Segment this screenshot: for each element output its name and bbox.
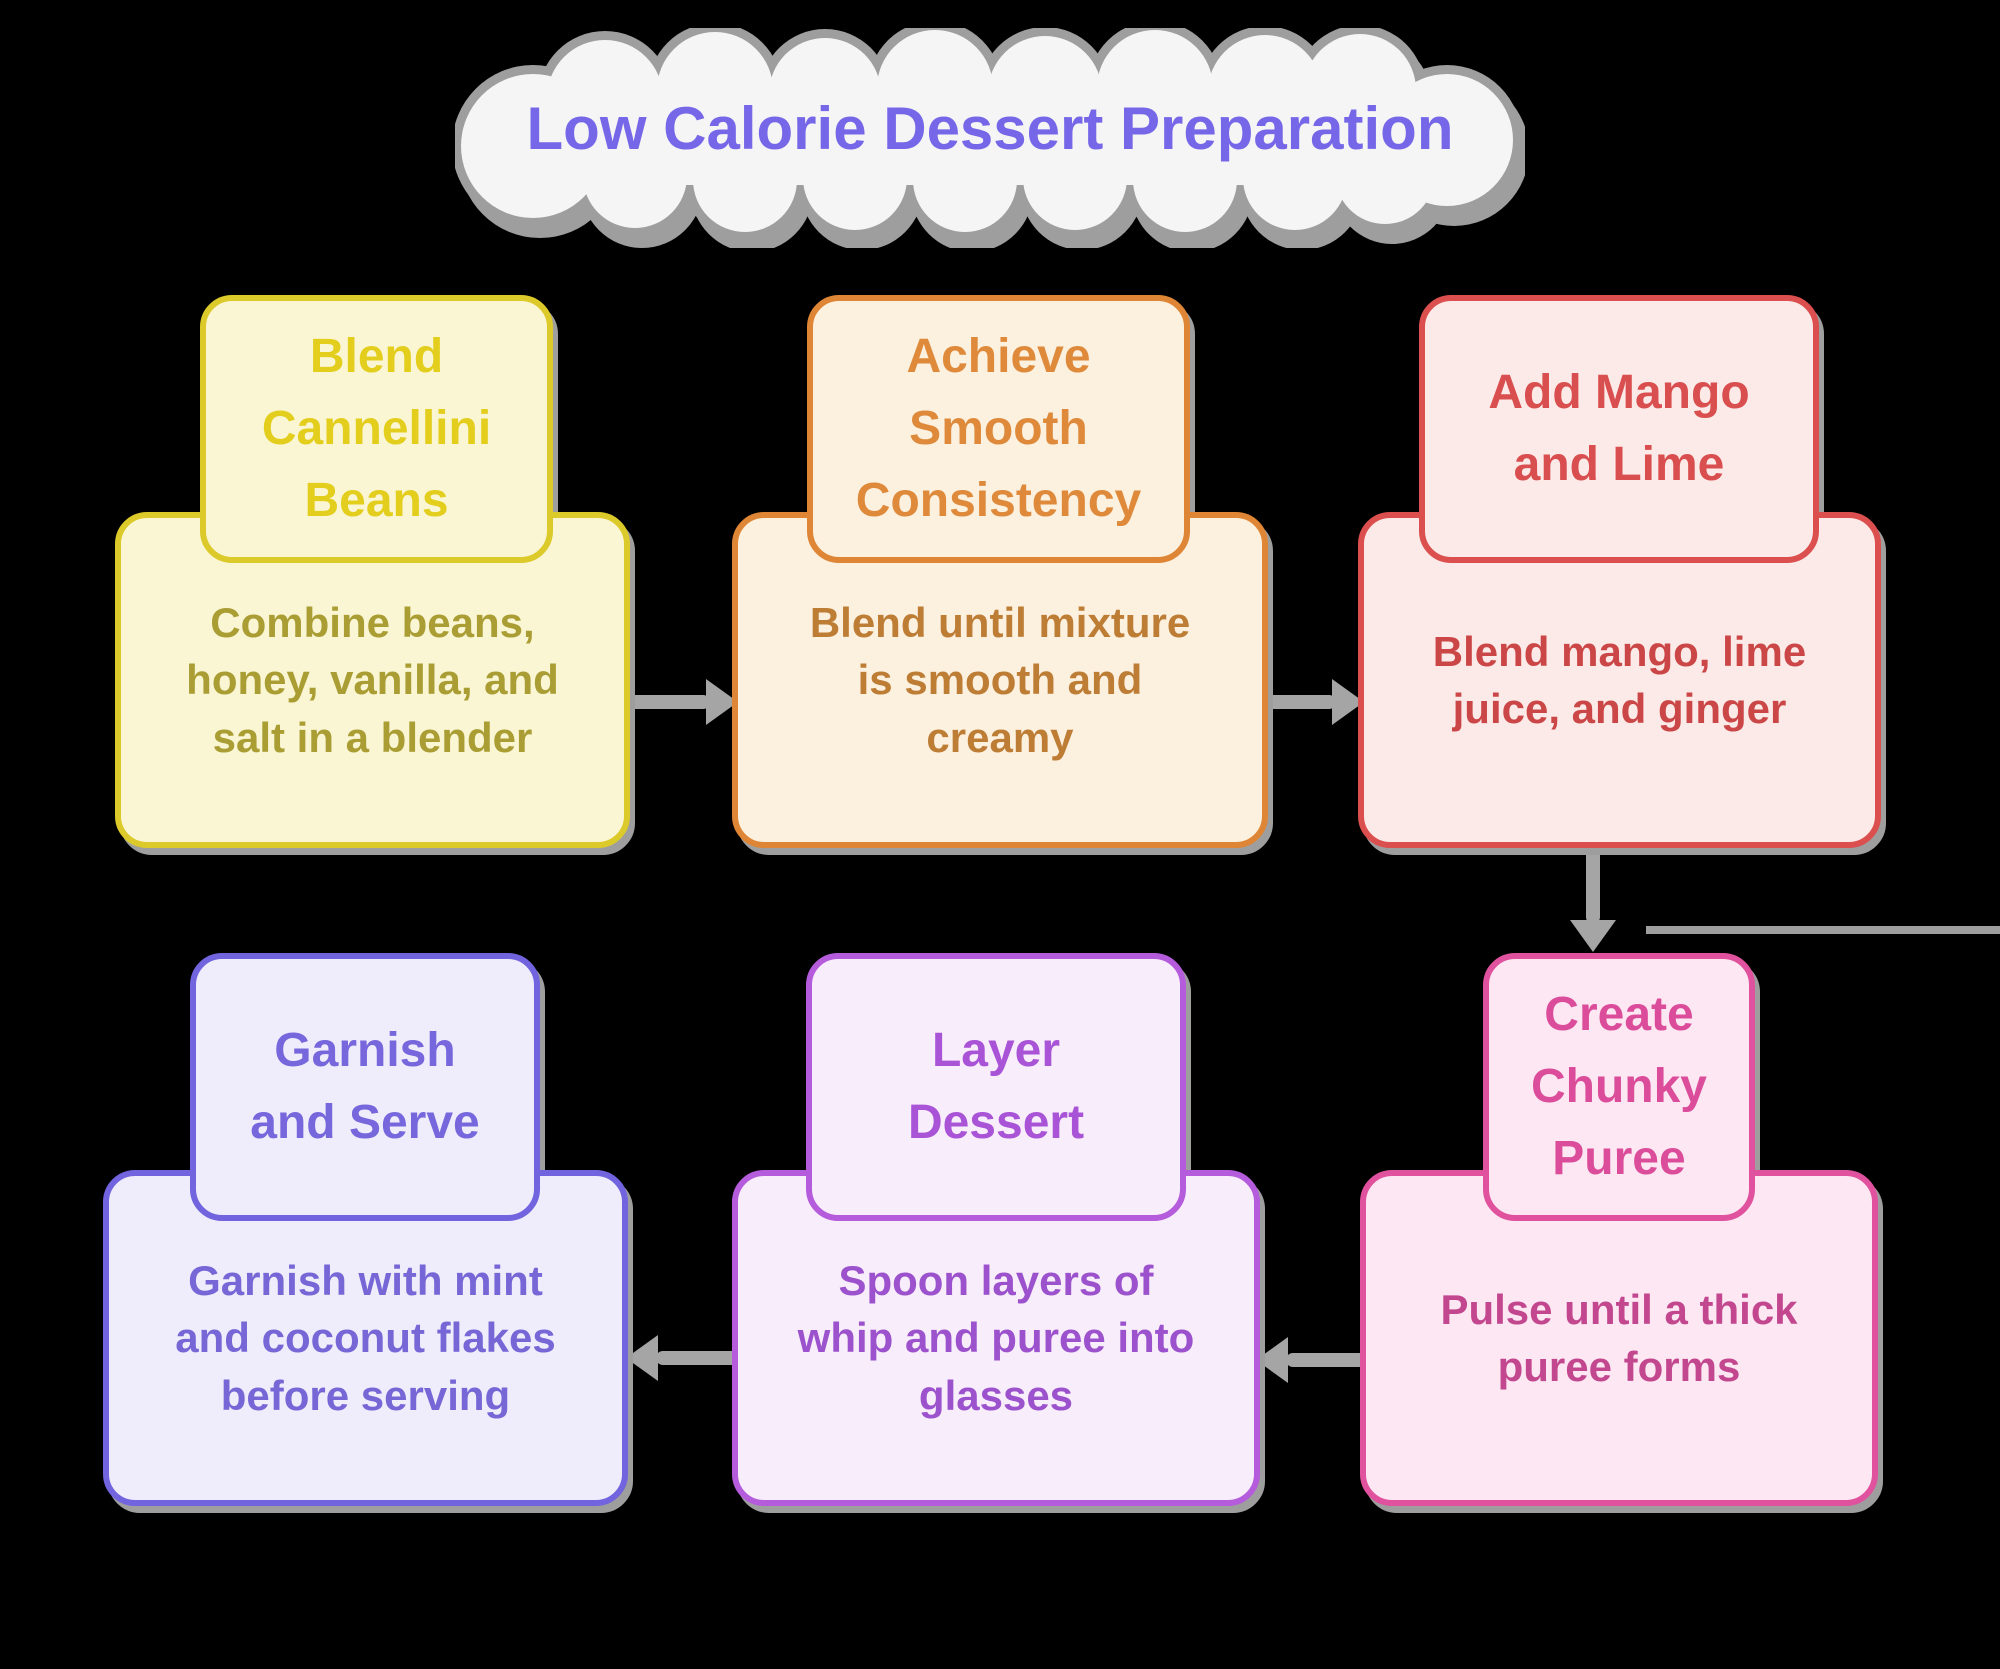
step-body: Spoon layers of whip and puree into glas… <box>732 1170 1260 1506</box>
step-header: Achieve Smooth Consistency <box>807 295 1190 563</box>
step-body: Blend until mixture is smooth and creamy <box>732 512 1268 848</box>
step-node-achieve-smooth-consistency: Achieve Smooth Consistency Blend until m… <box>732 295 1268 848</box>
step-node-blend-cannellini-beans: Blend Cannellini Beans Combine beans, ho… <box>115 295 630 848</box>
step-body: Blend mango, lime juice, and ginger <box>1358 512 1881 848</box>
step-title: Create Chunky Puree <box>1530 988 1707 1185</box>
step-description: Garnish with mint and coconut flakes bef… <box>175 1257 556 1419</box>
stray-shadow-line <box>1646 926 2000 934</box>
title-cloud: Low Calorie Dessert Preparation <box>455 28 1525 248</box>
diagram-title: Low Calorie Dessert Preparation <box>526 94 1454 162</box>
step-description: Blend until mixture is smooth and creamy <box>809 599 1191 761</box>
step-header: Add Mango and Lime <box>1419 295 1819 563</box>
step-header: Garnish and Serve <box>190 953 540 1221</box>
step-title: Add Mango and Lime <box>1488 366 1750 491</box>
step-header: Blend Cannellini Beans <box>200 295 553 563</box>
step-description: Spoon layers of whip and puree into glas… <box>797 1257 1195 1419</box>
step-header: Create Chunky Puree <box>1483 953 1755 1221</box>
step-node-layer-dessert: Layer Dessert Spoon layers of whip and p… <box>732 953 1260 1506</box>
step-title: Blend Cannellini Beans <box>261 330 492 527</box>
step-title: Garnish and Serve <box>250 1024 480 1149</box>
step-title: Achieve Smooth Consistency <box>855 330 1142 527</box>
step-description: Combine beans, honey, vanilla, and salt … <box>186 599 559 761</box>
step-description: Pulse until a thick puree forms <box>1440 1285 1798 1390</box>
step-node-garnish-and-serve: Garnish and Serve Garnish with mint and … <box>103 953 628 1506</box>
step-body: Combine beans, honey, vanilla, and salt … <box>115 512 630 848</box>
cloud-shape <box>455 28 1525 248</box>
step-node-add-mango-and-lime: Add Mango and Lime Blend mango, lime jui… <box>1358 295 1881 848</box>
step-body: Garnish with mint and coconut flakes bef… <box>103 1170 628 1506</box>
step-header: Layer Dessert <box>806 953 1186 1221</box>
step-node-create-chunky-puree: Create Chunky Puree Pulse until a thick … <box>1360 953 1878 1506</box>
step-title: Layer Dessert <box>907 1024 1085 1149</box>
step-description: Blend mango, lime juice, and ginger <box>1432 627 1807 732</box>
